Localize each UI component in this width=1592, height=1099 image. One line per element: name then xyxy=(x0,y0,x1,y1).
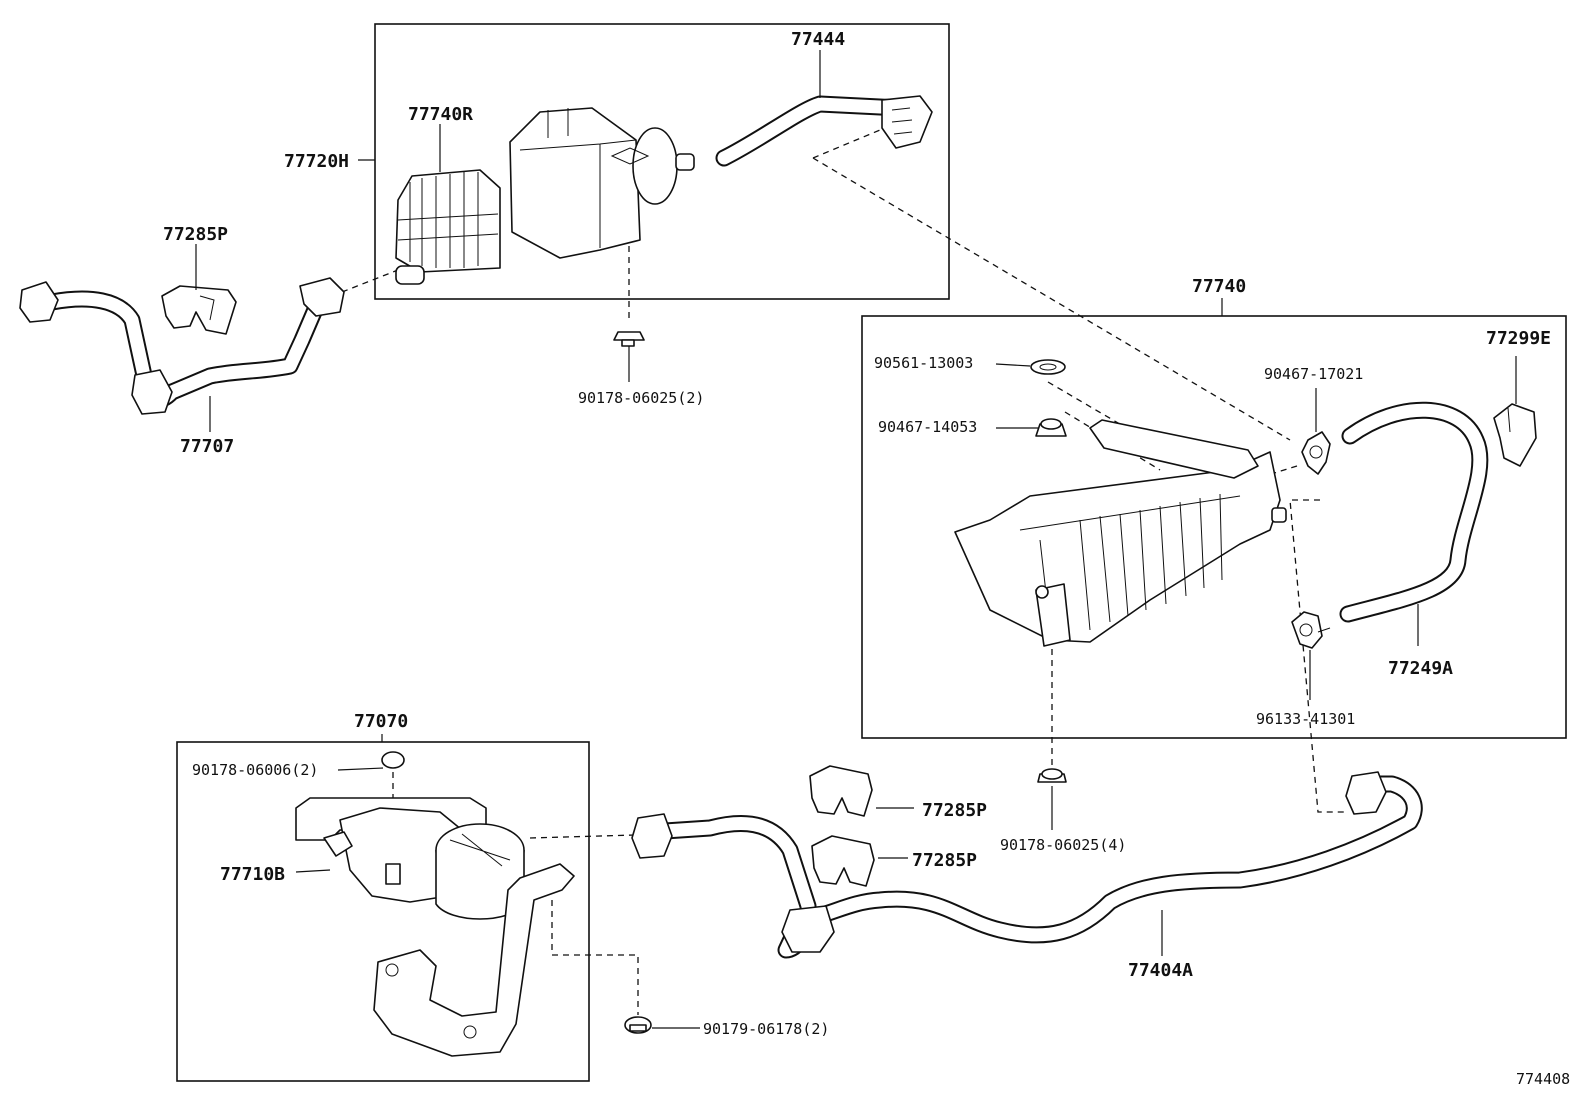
label-90178-06006-2: 90178-06006(2) xyxy=(192,761,318,779)
label-77710B: 77710B xyxy=(220,864,285,885)
label-96133-41301: 96133-41301 xyxy=(1256,710,1355,728)
vent-hose-77444 xyxy=(715,95,933,167)
label-90178-06025-2: 90178-06025(2) xyxy=(578,389,704,407)
clamp-96133-41301 xyxy=(1291,611,1331,649)
clamp-77285P-top xyxy=(161,285,237,335)
clamp-77285P-mid2 xyxy=(811,835,875,887)
label-77707: 77707 xyxy=(180,436,234,457)
label-77070: 77070 xyxy=(354,711,408,732)
clip-90467-17021 xyxy=(1301,431,1331,475)
grommet-90179-06178 xyxy=(624,1016,652,1034)
charcoal-canister-77740 xyxy=(954,419,1287,647)
clip-77299E xyxy=(1493,403,1537,467)
label-77249A: 77249A xyxy=(1388,658,1453,679)
label-77299E: 77299E xyxy=(1486,328,1551,349)
hose-77404A xyxy=(631,771,1423,959)
label-77285P-top: 77285P xyxy=(163,224,228,245)
label-77285P-mid2: 77285P xyxy=(912,850,977,871)
grommet-90178-06025-lower xyxy=(1037,768,1067,783)
label-77404A: 77404A xyxy=(1128,960,1193,981)
bushing-90467-14053 xyxy=(1035,418,1067,437)
label-77444: 77444 xyxy=(791,29,845,50)
hose-77707 xyxy=(19,277,345,415)
hose-77249A xyxy=(1339,401,1489,623)
leader-lines xyxy=(195,50,1517,1029)
label-90467-17021: 90467-17021 xyxy=(1264,365,1363,383)
label-77740R: 77740R xyxy=(408,104,473,125)
bracket xyxy=(373,863,575,1057)
label-90179-06178-2: 90179-06178(2) xyxy=(703,1020,829,1038)
label-90561-13003: 90561-13003 xyxy=(874,354,973,372)
label-90178-06025-4: 90178-06025(4) xyxy=(1000,836,1126,854)
diagram-id: 774408 xyxy=(1516,1070,1570,1088)
vacuum-pump-77710B xyxy=(295,797,525,920)
fuel-vapor-valve-77740R xyxy=(395,169,501,285)
clamp-77285P-mid1 xyxy=(809,765,873,817)
canister-assembly-box xyxy=(861,315,1567,739)
label-77720H: 77720H xyxy=(284,151,349,172)
upper-assembly-box xyxy=(374,23,950,300)
gasket-90561-13003 xyxy=(1030,359,1066,375)
label-90467-14053: 90467-14053 xyxy=(878,418,977,436)
grommet-90178-06025 xyxy=(613,331,645,347)
grommet-90178-06006 xyxy=(381,751,405,769)
label-77285P-mid1: 77285P xyxy=(922,800,987,821)
label-77740: 77740 xyxy=(1192,276,1246,297)
vapor-canister-module xyxy=(509,107,695,259)
pump-assembly-box xyxy=(176,741,590,1082)
